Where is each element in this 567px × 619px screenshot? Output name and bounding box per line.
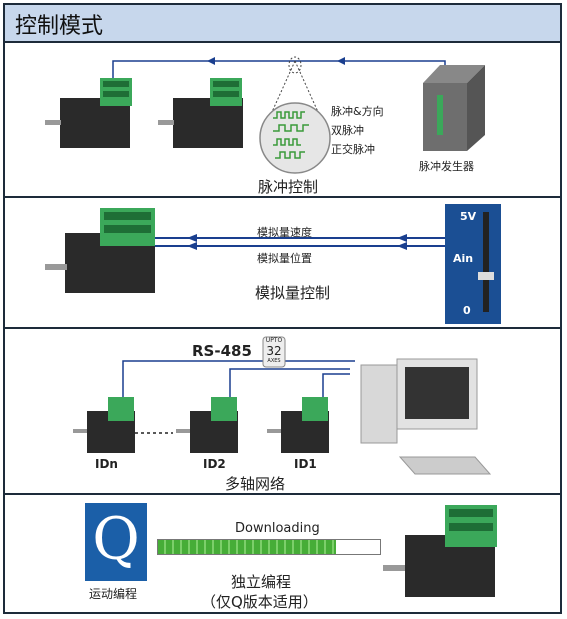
pulse-generator-label: 脉冲发生器 — [419, 160, 474, 173]
network-caption: 多轴网络 — [225, 475, 286, 493]
axes-badge — [262, 336, 286, 368]
pulse-mode-label: 双脉冲 — [331, 124, 364, 137]
pulse-control-section: 脉冲&方向 双脉冲 正交脉冲 脉冲发生器 脉冲控制 — [5, 43, 560, 198]
pulse-mode-label: 正交脉冲 — [331, 143, 375, 156]
node-id-label: IDn — [95, 457, 118, 471]
network-diagram — [73, 336, 492, 475]
q-logo-letter: Q — [92, 505, 140, 573]
standalone-motor — [383, 505, 497, 597]
panel-top-label: 5V — [460, 210, 477, 223]
analog-control-section: 模拟量速度 模拟量位置 模拟量控制 5V Ain 0 — [5, 198, 560, 329]
pulse-mode-label: 脉冲&方向 — [331, 105, 384, 118]
magnifier-icon — [259, 102, 331, 174]
arrow-icon — [337, 57, 345, 65]
title-bar: 控制模式 — [5, 5, 560, 43]
node-id-label: ID1 — [294, 457, 317, 471]
download-progress-bar — [157, 539, 381, 555]
badge-top-text: UPTO — [265, 337, 283, 344]
pulse-diagram — [45, 56, 485, 174]
slider-thumb — [478, 272, 494, 280]
analog-caption: 模拟量控制 — [255, 284, 331, 302]
standalone-section: Q 运动编程 Downloading 独立编程 （仅Q版本适用） — [5, 495, 560, 612]
pulse-signal-line — [112, 60, 446, 86]
download-label: Downloading — [235, 521, 320, 536]
servo-motor-analog — [45, 208, 155, 293]
servo-motor-id1 — [267, 397, 329, 453]
node-id-label: ID2 — [203, 457, 226, 471]
analog-speed-label: 模拟量速度 — [257, 226, 312, 239]
analog-diagram — [45, 204, 501, 324]
slider-track — [483, 212, 489, 312]
analog-input-panel — [445, 204, 501, 324]
logo-caption: 运动编程 — [89, 587, 138, 601]
servo-motor-2 — [158, 78, 243, 148]
control-modes-frame: 控制模式 — [3, 3, 562, 614]
arrow-icon — [397, 234, 407, 242]
page-title: 控制模式 — [15, 14, 104, 39]
standalone-subcaption: （仅Q版本适用） — [201, 593, 318, 611]
arrow-icon — [207, 57, 215, 65]
servo-motor-id2 — [176, 397, 238, 453]
analog-position-label: 模拟量位置 — [257, 252, 312, 265]
servo-motor-idn — [73, 397, 135, 453]
arrow-icon — [397, 242, 407, 250]
network-section: RS-485 UPTO 32 AXES IDn ID2 ID1 多轴网络 — [5, 329, 560, 495]
badge-number: 32 — [266, 344, 282, 358]
panel-bottom-label: 0 — [463, 304, 471, 317]
rs485-label: RS-485 — [192, 342, 252, 360]
q-logo: Q — [85, 503, 147, 581]
progress-fill — [158, 540, 336, 554]
rs485-bus-line — [122, 360, 355, 397]
servo-motor-1 — [45, 78, 132, 148]
computer-icon — [360, 358, 492, 475]
arrow-icon — [187, 234, 197, 242]
arrow-icon — [187, 242, 197, 250]
pulse-caption: 脉冲控制 — [258, 178, 319, 196]
badge-bottom-text: AXES — [267, 358, 281, 364]
panel-mid-label: Ain — [453, 252, 474, 265]
pulse-generator-device — [423, 65, 485, 151]
standalone-caption: 独立编程 — [231, 573, 292, 591]
